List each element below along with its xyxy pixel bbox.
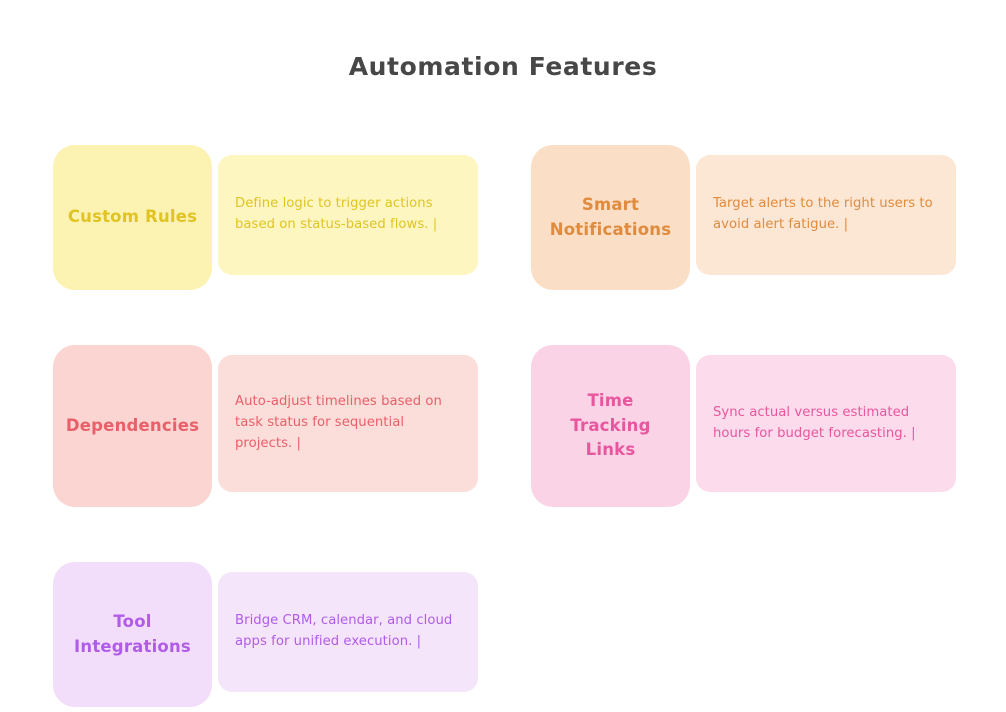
feature-card-description-panel[interactable]: Sync actual versus estimated hours for b…	[696, 355, 956, 492]
feature-card-description: Bridge CRM, calendar, and cloud apps for…	[235, 613, 453, 649]
feature-card-label: Dependencies	[65, 415, 200, 435]
feature-card-label: Custom Rules	[67, 207, 198, 227]
feature-card-label-panel[interactable]: Dependencies	[53, 345, 212, 507]
feature-card-description-panel[interactable]: Bridge CRM, calendar, and cloud apps for…	[218, 572, 478, 692]
feature-card-label: Tool Integrations	[74, 612, 191, 656]
feature-card[interactable]: Dependencies Auto-adjust timelines based…	[53, 345, 478, 507]
feature-card-description-panel[interactable]: Auto-adjust timelines based on task stat…	[218, 355, 478, 492]
feature-card-description-panel[interactable]: Define logic to trigger actions based on…	[218, 155, 478, 275]
feature-card-description: Sync actual versus estimated hours for b…	[713, 404, 916, 441]
feature-card[interactable]: Custom Rules Define logic to trigger act…	[53, 145, 478, 290]
feature-card-label-panel[interactable]: Tool Integrations	[53, 562, 212, 707]
feature-card-grid: Custom Rules Define logic to trigger act…	[53, 145, 959, 707]
feature-card[interactable]: Smart Notifications Target alerts to the…	[531, 145, 956, 290]
page-title: Automation Features	[348, 52, 658, 81]
feature-card-label-panel[interactable]: Custom Rules	[53, 145, 212, 290]
feature-card-label-panel[interactable]: Smart Notifications	[531, 145, 690, 290]
feature-card-description-panel[interactable]: Target alerts to the right users to avoi…	[696, 155, 956, 275]
feature-card[interactable]: Tool Integrations Bridge CRM, calendar, …	[53, 562, 478, 707]
feature-card-label: Time Tracking Links	[570, 391, 651, 460]
feature-card[interactable]: Time Tracking Links Sync actual versus e…	[531, 345, 956, 507]
feature-card-description: Target alerts to the right users to avoi…	[713, 196, 933, 232]
feature-card-description: Define logic to trigger actions based on…	[235, 196, 438, 232]
feature-card-label: Smart Notifications	[549, 195, 672, 239]
feature-card-label-panel[interactable]: Time Tracking Links	[531, 345, 690, 507]
feature-card-description: Auto-adjust timelines based on task stat…	[235, 394, 442, 451]
